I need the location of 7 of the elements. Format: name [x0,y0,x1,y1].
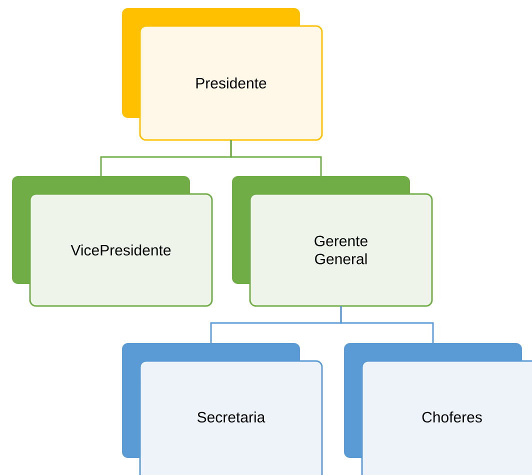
org-box: Secretaria [122,343,323,475]
connector-line [230,140,322,176]
org-box: Gerente General [232,176,433,307]
org-box: Presidente [122,8,323,141]
org-box: VicePresidente [12,176,213,307]
connector-line [340,306,434,343]
org-box: Choferes [344,343,532,475]
